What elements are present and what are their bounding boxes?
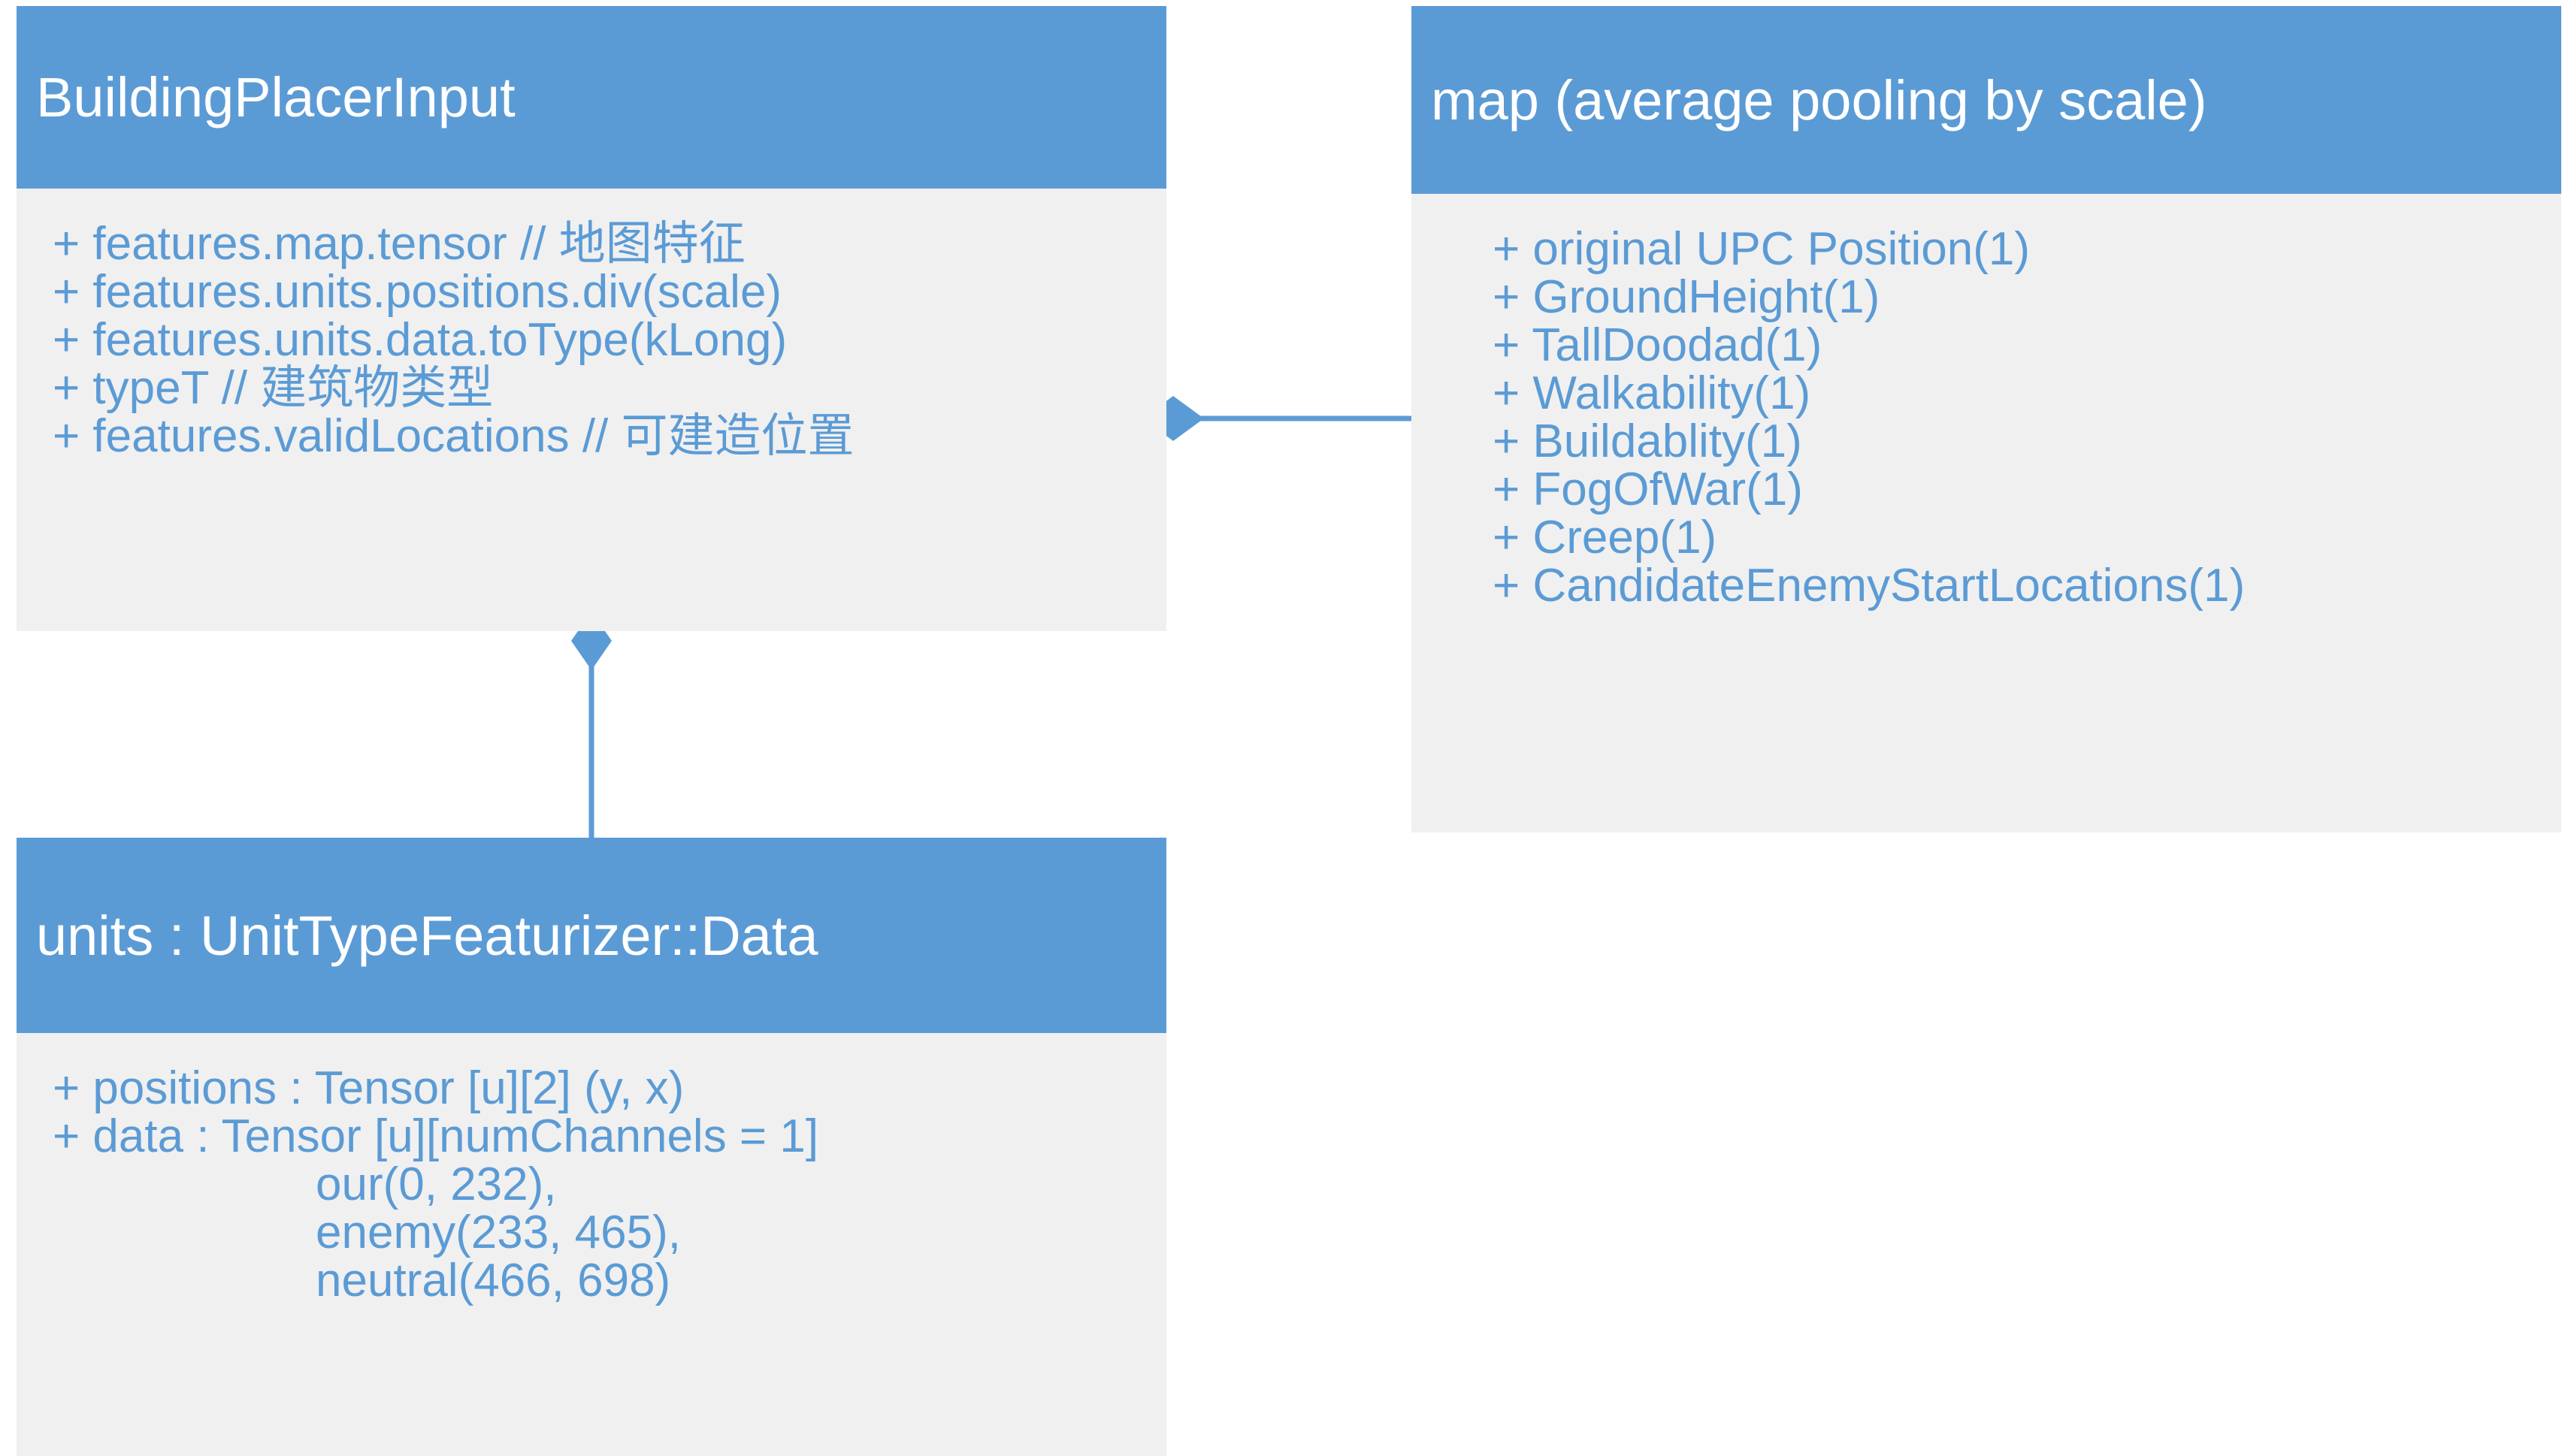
attribute-row: + positions : Tensor [u][2] (y, x)	[53, 1062, 685, 1114]
attribute-row: + GroundHeight(1)	[1493, 271, 1880, 323]
attribute-row: + features.validLocations // 可建造位置	[53, 410, 854, 462]
attribute-row: + typeT // 建筑物类型	[53, 362, 494, 414]
attribute-row: + data : Tensor [u][numChannels = 1]	[53, 1110, 819, 1162]
attribute-row: + CandidateEnemyStartLocations(1)	[1493, 560, 2246, 612]
class-title-building-placer-input: BuildingPlacerInput	[17, 6, 1166, 189]
class-box-building-placer-input[interactable]: BuildingPlacerInput + features.map.tenso…	[17, 6, 1166, 631]
attribute-row: + Walkability(1)	[1493, 367, 1811, 419]
attribute-row: + TallDoodad(1)	[1493, 319, 1822, 371]
connector-map-to-building-placer-input	[1143, 396, 1411, 441]
connector-units-to-building-placer-input	[571, 612, 612, 839]
class-title-map: map (average pooling by scale)	[1411, 6, 2561, 194]
class-body-units: + positions : Tensor [u][2] (y, x) + dat…	[17, 1033, 1166, 1456]
class-body-building-placer-input: + features.map.tensor // 地图特征 + features…	[17, 189, 1166, 631]
class-body-map: + original UPC Position(1) + GroundHeigh…	[1411, 194, 2561, 832]
class-box-map[interactable]: map (average pooling by scale) + origina…	[1411, 6, 2561, 832]
attribute-row: + features.units.data.toType(kLong)	[53, 314, 788, 366]
class-title-units: units : UnitTypeFeaturizer::Data	[17, 838, 1166, 1033]
attribute-row: + original UPC Position(1)	[1493, 223, 2031, 275]
attribute-row: + features.map.tensor // 地图特征	[53, 218, 746, 270]
attribute-sub-row: enemy(233, 465),	[316, 1207, 681, 1258]
class-box-units[interactable]: units : UnitTypeFeaturizer::Data + posit…	[17, 838, 1166, 1456]
attribute-sub-row: our(0, 232),	[316, 1158, 557, 1210]
attribute-row: + FogOfWar(1)	[1493, 464, 1803, 515]
attribute-sub-row: neutral(466, 698)	[316, 1255, 671, 1306]
attribute-row: + Buildablity(1)	[1493, 415, 1802, 467]
attribute-row: + Creep(1)	[1493, 512, 1717, 563]
attribute-row: + features.units.positions.div(scale)	[53, 266, 782, 318]
